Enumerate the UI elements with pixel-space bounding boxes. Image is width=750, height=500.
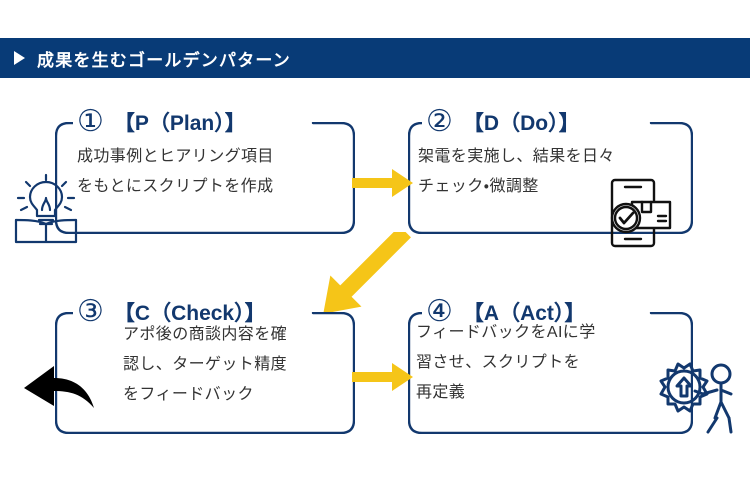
smartphone-check-icon xyxy=(610,178,672,248)
card-body-text: アポ後の商談内容を確 認し、ターゲット精度 をフィードバック xyxy=(123,326,288,403)
card-number: ① xyxy=(77,105,104,138)
card-body-text: 成功事例とヒアリング項目 をもとにスクリプトを作成 xyxy=(77,148,274,195)
lightbulb-book-icon xyxy=(14,173,78,244)
arrow-check-to-act xyxy=(352,363,413,391)
card-plan[interactable]: ① 【P（Plan）】 成功事例とヒアリング項目 をもとにスクリプトを作成 xyxy=(55,106,355,234)
card-title: 【A（Act）】 xyxy=(462,302,586,325)
card-body-text: 架電を実施し、結果を日々 チェック・微調整 xyxy=(418,148,615,195)
play-triangle-icon xyxy=(14,51,25,65)
arrow-do-to-check xyxy=(323,232,411,312)
card-check[interactable]: ③ 【C（Check）】 アポ後の商談内容を確 認し、ターゲット精度 をフィード… xyxy=(55,296,355,434)
card-title: 【P（Plan）】 xyxy=(113,112,246,135)
card-title: 【D（Do）】 xyxy=(462,112,580,135)
gear-person-push-icon xyxy=(659,362,733,434)
card-do[interactable]: ② 【D（Do）】 架電を実施し、結果を日々 チェック・微調整 xyxy=(408,106,693,234)
arrow-plan-to-do xyxy=(352,169,413,197)
arrow-loop-back xyxy=(24,366,94,408)
card-header-do: ② 【D（Do）】 xyxy=(422,106,588,138)
card-number: ③ xyxy=(77,295,104,328)
header-bar: 成果を生むゴールデンパターン xyxy=(0,38,750,78)
card-number: ② xyxy=(426,105,453,138)
card-number: ④ xyxy=(426,295,453,328)
card-header-plan: ① 【P（Plan）】 xyxy=(73,106,254,138)
card-header-act: ④ 【A（Act）】 xyxy=(422,295,594,328)
card-title: 【C（Check）】 xyxy=(113,302,266,325)
card-header-check: ③ 【C（Check）】 xyxy=(73,296,274,328)
page-title: 成果を生むゴールデンパターン xyxy=(37,50,291,70)
card-body-text: フィードバックをAIに学 習させ、スクリプトを 再定義 xyxy=(416,324,596,401)
